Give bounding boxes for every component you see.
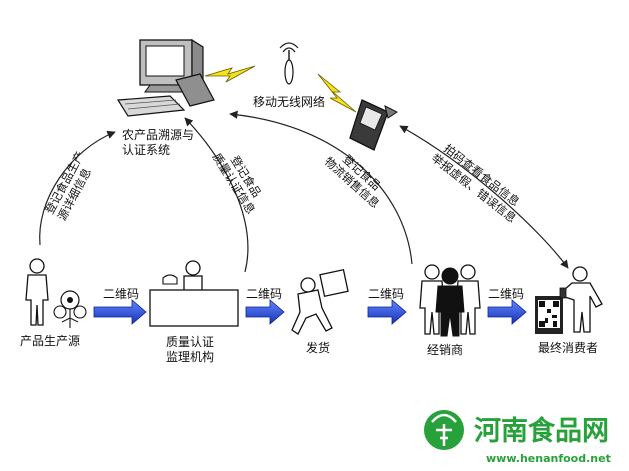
upload-arrow-producer: [39, 130, 116, 246]
network-label: 移动无线网络: [253, 94, 325, 109]
shipping-figure: [291, 268, 349, 335]
system-label-line1: 农产品溯源与: [122, 127, 194, 142]
lightning-icon: [204, 65, 256, 83]
mobile-phone-icon: [349, 99, 398, 151]
consumer-figure: [559, 266, 603, 333]
flow-label-qr-3: 二维码: [368, 287, 404, 301]
flow-label-qr-2: 二维码: [246, 287, 282, 301]
upload-arrow-quality: [184, 117, 249, 273]
brand-url: www.henanfood.net: [486, 452, 611, 465]
flow-arrow-3: [367, 299, 407, 325]
brand-name: 河南食品网: [474, 415, 609, 447]
brand-logo: [424, 410, 464, 450]
consumer-label: 最终消费者: [538, 340, 598, 355]
lightning-icon: [317, 73, 357, 113]
flow-arrow-1: [93, 299, 147, 325]
upload-arrow-consumer: [399, 125, 569, 269]
flow-arrow-4: [487, 299, 527, 325]
flow-label-qr-1: 二维码: [103, 287, 139, 301]
plant-icon: [53, 290, 87, 328]
quality-label-line1: 质量认证: [166, 335, 214, 349]
producer-label: 产品生产源: [20, 334, 80, 348]
system-label-line2: 认证系统: [122, 143, 170, 157]
farmer-figure: [25, 258, 49, 326]
quality-agency-figure: [149, 260, 239, 327]
dealer-label: 经销商: [427, 342, 463, 357]
shipping-label: 发货: [306, 340, 330, 355]
computer-icon: [116, 38, 215, 117]
quality-label-line2: 监理机构: [166, 349, 214, 364]
qr-code-icon: [535, 296, 563, 334]
flow-label-qr-4: 二维码: [488, 287, 524, 301]
antenna-icon: [279, 42, 299, 85]
dealer-figures: [419, 264, 481, 337]
flow-arrow-2: [245, 299, 285, 325]
